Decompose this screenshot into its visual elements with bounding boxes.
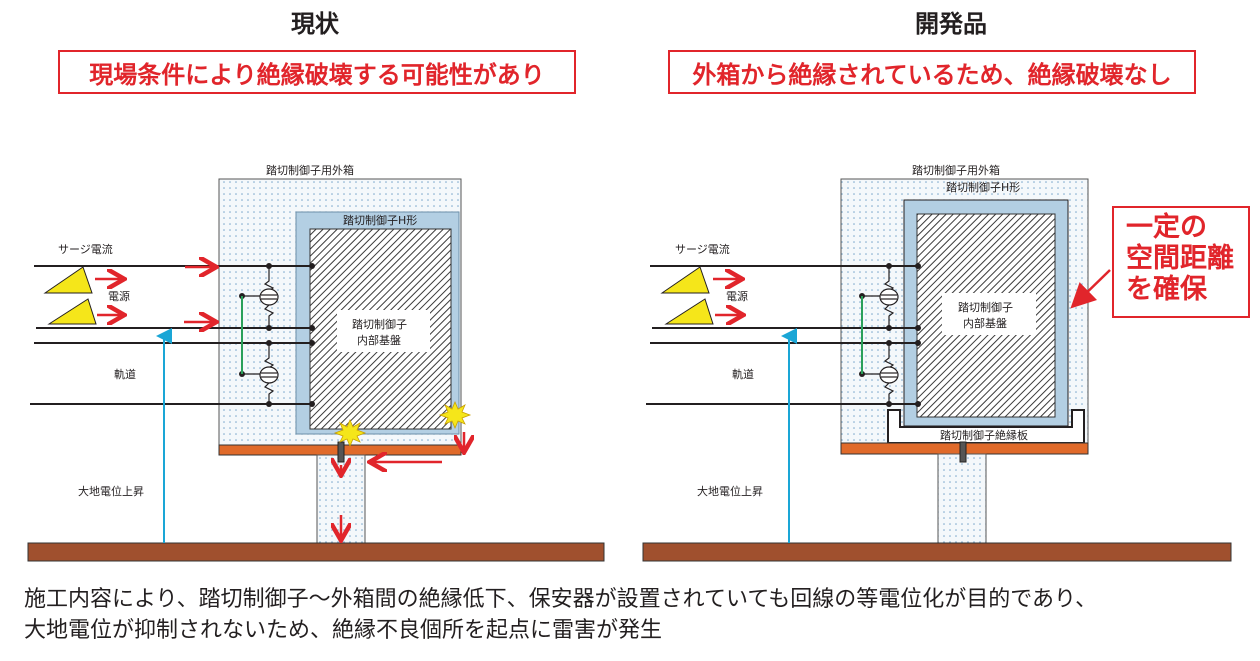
board-label-2: 内部基盤 <box>963 316 1007 330</box>
clearance-note: 一定の 空間距離 を確保 <box>1112 206 1250 318</box>
board-label-1: 踏切制御子 <box>958 300 1013 314</box>
surge-arrows <box>95 267 464 538</box>
outer-box-label: 踏切制御子用外箱 <box>912 163 1000 177</box>
bolt-icon <box>959 441 967 463</box>
h-type-label: 踏切制御子H形 <box>343 213 417 227</box>
caption-line-1: 施工内容により、踏切制御子～外箱間の絶縁低下、保安器が設置されていても回線の等電… <box>24 587 1098 612</box>
track-label: 軌道 <box>732 367 754 381</box>
surge-triangle-icon <box>660 266 710 294</box>
ground-rise-label: 大地電位上昇 <box>78 484 144 498</box>
surge-triangle-icon <box>47 298 97 325</box>
surge-label: サージ電流 <box>675 242 730 256</box>
surge-label: サージ電流 <box>58 242 113 256</box>
surge-arrester-icon <box>242 343 279 404</box>
note-line-3: を確保 <box>1126 274 1207 305</box>
surge-triangle-icon <box>664 298 714 325</box>
surge-arrester-icon <box>862 266 899 328</box>
power-label: 電源 <box>726 289 748 303</box>
surge-arrester-icon <box>242 266 279 328</box>
outer-box-label: 踏切制御子用外箱 <box>266 163 354 177</box>
right-panel-title: 開発品 <box>915 10 987 38</box>
insulating-plate-label: 踏切制御子絶縁板 <box>940 428 1028 442</box>
board-label-1: 踏切制御子 <box>352 317 407 331</box>
ground <box>27 542 605 562</box>
surge-arrows <box>713 279 741 315</box>
right-callout: 外箱から絶縁されているため、絶縁破壊なし <box>668 50 1196 94</box>
pole <box>937 453 987 544</box>
ground <box>642 542 1232 562</box>
spark-icon <box>333 418 367 448</box>
board-label-2: 内部基盤 <box>357 333 401 347</box>
spark-icon <box>438 400 472 430</box>
bolt-icon <box>337 441 345 463</box>
right-diagram: 踏切制御子用外箱 踏切制御子H形 踏切制御子絶縁板 踏切制御子 内部基盤 <box>642 163 1232 562</box>
h-type-label: 踏切制御子H形 <box>946 180 1020 194</box>
left-callout: 現場条件により絶縁破壊する可能性があり <box>58 50 576 94</box>
track-label: 軌道 <box>114 367 136 381</box>
note-line-2: 空間距離 <box>1126 243 1234 274</box>
surge-arrester-icon <box>862 343 899 404</box>
left-panel-title: 現状 <box>291 10 339 38</box>
left-diagram: 踏切制御子用外箱 踏切制御子H形 踏切制御子 内部基盤 <box>27 163 605 562</box>
note-line-1: 一定の <box>1126 212 1207 243</box>
note-pointer-arrow <box>1070 269 1111 309</box>
caption: 施工内容により、踏切制御子～外箱間の絶縁低下、保安器が設置されていても回線の等電… <box>24 584 1097 646</box>
surge-triangle-icon <box>43 266 93 294</box>
ground-rise-label: 大地電位上昇 <box>697 484 763 498</box>
caption-line-2: 大地電位が抑制されないため、絶縁不良個所を起点に雷害が発生 <box>24 618 663 643</box>
power-label: 電源 <box>108 289 130 303</box>
